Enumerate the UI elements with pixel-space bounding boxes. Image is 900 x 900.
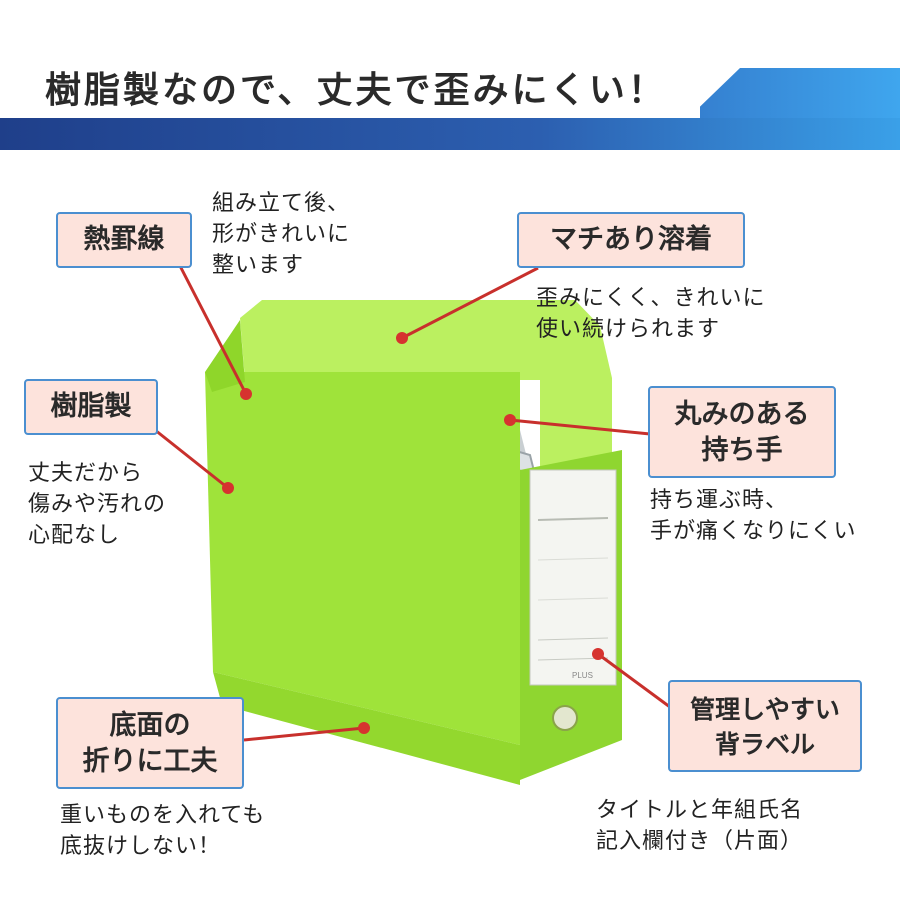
label-bottom-fold: 底面の 折りに工夫: [56, 697, 244, 789]
header-banner-tab: [0, 68, 740, 118]
label-spine-label-line2: 背ラベル: [714, 730, 815, 759]
leader-hot-crease: [176, 261, 248, 395]
label-round-handle-line2: 持ち手: [701, 435, 783, 466]
label-bottom-fold-line2: 折りに工夫: [82, 746, 218, 777]
page-title: 樹脂製なので、丈夫で歪みにくい！: [45, 70, 667, 111]
desc-gusset-weld: 歪みにくく、きれいに 使い続けられます: [536, 286, 766, 342]
back-panel: [240, 300, 612, 470]
marker-dot: [504, 414, 516, 426]
front-panel: [205, 372, 520, 745]
label-spine-label-line1: 管理しやすい: [690, 695, 840, 724]
marker-dot: [240, 388, 252, 400]
label-resin: 樹脂製: [24, 379, 158, 435]
marker-dot: [358, 722, 370, 734]
label-hot-crease: 熱罫線: [56, 212, 192, 268]
marker-dot: [222, 482, 234, 494]
label-round-handle-line1: 丸みのある: [674, 399, 810, 430]
label-bottom-fold-line1: 底面の: [109, 710, 191, 741]
leader-gusset-weld: [401, 266, 539, 340]
marker-dot: [396, 332, 408, 344]
desc-resin: 丈夫だから 傷みや汚れの 心配なし: [28, 461, 167, 548]
label-gusset-weld: マチあり溶着: [517, 212, 745, 268]
label-spine-label: 管理しやすい 背ラベル: [668, 680, 862, 772]
leader-round-handle: [509, 418, 651, 436]
desc-round-handle: 持ち運ぶ時、 手が痛くなりにくい: [650, 488, 857, 544]
spine-label: [529, 469, 617, 686]
marker-dot: [592, 648, 604, 660]
header-banner-bar: [0, 118, 900, 150]
leader-spine-label: [597, 652, 675, 712]
leader-resin: [154, 428, 229, 490]
desc-spine-label: タイトルと年組氏名 記入欄付き（片面）: [596, 798, 804, 854]
label-round-handle: 丸みのある 持ち手: [648, 386, 836, 478]
leader-bottom-fold: [243, 726, 365, 742]
finger-hole: [552, 705, 578, 731]
brand-mark: PLUS: [572, 671, 593, 680]
desc-bottom-fold: 重いものを入れても 底抜けしない！: [60, 803, 266, 859]
desc-hot-crease: 組み立て後、 形がきれいに 整います: [212, 191, 351, 278]
header-banner-accent: [700, 68, 900, 118]
